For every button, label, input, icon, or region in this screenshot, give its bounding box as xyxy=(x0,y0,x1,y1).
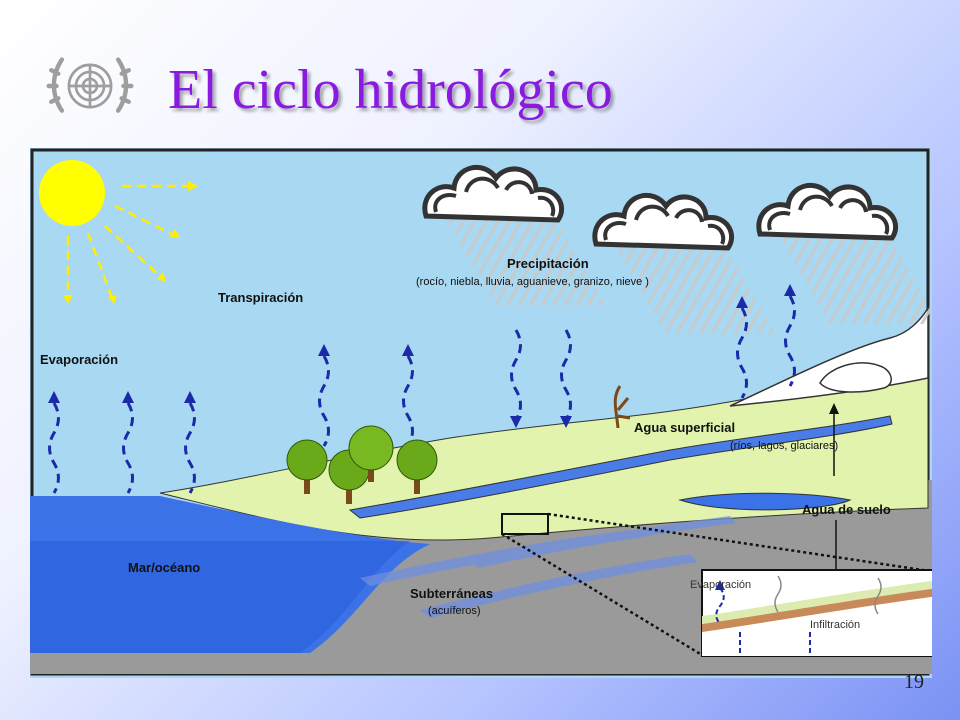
label-precipitacion-sub: (rocío, niebla, lluvia, aguanieve, grani… xyxy=(416,276,649,288)
lake xyxy=(678,492,852,511)
magnify-box xyxy=(501,513,549,535)
slide-title: El ciclo hidrológico xyxy=(168,59,613,121)
sun-rays xyxy=(66,184,192,299)
cloud-1 xyxy=(425,167,606,306)
aquifer-bands xyxy=(360,516,736,618)
label-agua-superficial-sub: (ríos, lagos, glaciares) xyxy=(730,440,838,452)
sun xyxy=(39,160,105,226)
label-inset-evaporacion: Evaporación xyxy=(690,579,751,591)
river xyxy=(348,415,893,519)
sea-deep xyxy=(30,541,410,653)
label-agua-superficial: Agua superficial xyxy=(634,420,735,435)
mountain-evaporation-arrows xyxy=(736,284,796,400)
label-subterraneas: Subterráneas xyxy=(410,586,493,601)
transpiration-arrows xyxy=(318,344,414,448)
page-number: 19 xyxy=(904,671,924,693)
un-emblem-logo xyxy=(46,57,134,113)
label-inset-infiltracion: Infiltración xyxy=(810,619,860,631)
water-cycle-diagram: Evaporación Transpiración Precipitación … xyxy=(30,148,932,678)
label-agua-de-suelo: Agua de suelo xyxy=(802,502,891,517)
evaporation-arrows xyxy=(48,391,196,495)
cloud-3 xyxy=(759,185,932,324)
magnify-lines xyxy=(501,512,932,657)
sun-ray-arrowheads xyxy=(63,181,198,304)
snow-cap xyxy=(819,362,892,393)
cloud-2 xyxy=(595,195,776,334)
label-evaporacion: Evaporación xyxy=(40,352,118,367)
label-transpiracion: Transpiración xyxy=(218,290,303,305)
soil-inset xyxy=(701,569,932,657)
precipitation-arrows xyxy=(510,328,572,428)
label-precipitacion: Precipitación xyxy=(507,256,589,271)
trees xyxy=(286,425,438,504)
label-subterraneas-sub: (acuíferos) xyxy=(428,605,481,617)
label-mar-oceano: Mar/océano xyxy=(128,560,200,575)
small-tree xyxy=(613,385,631,429)
